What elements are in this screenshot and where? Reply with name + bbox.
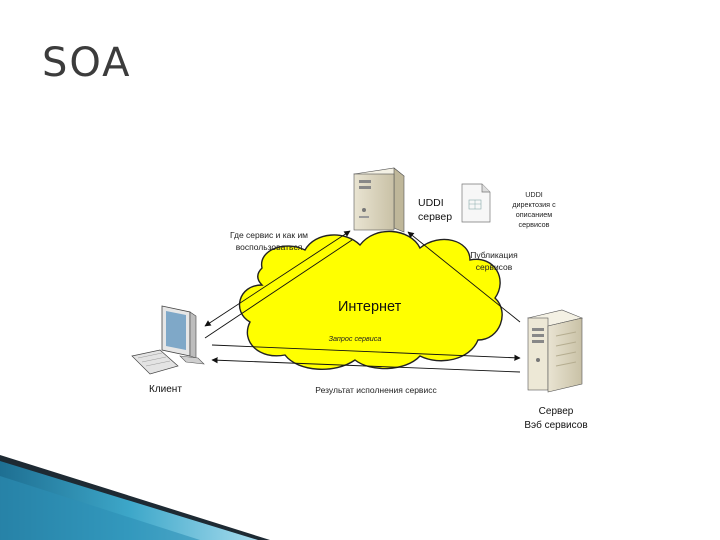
arrow-result <box>211 357 521 373</box>
publication-label-1: Публикация <box>470 250 518 260</box>
where-service-label-1: Где сервис и как им <box>230 230 308 240</box>
arrows <box>204 230 521 373</box>
web-server-label-1: Сервер <box>539 406 574 417</box>
slide-title: SOA <box>42 40 132 86</box>
web-server-label-2: Вэб сервисов <box>524 419 587 431</box>
document-icon <box>461 183 491 223</box>
request-label: Запрос сервиса <box>329 334 382 343</box>
uddi-directory-label-4: сервисов <box>519 220 550 229</box>
uddi-server-label-2: сервер <box>418 211 452 223</box>
arrow-where-service-2 <box>204 239 353 339</box>
arrow-publication <box>407 231 521 323</box>
uddi-server-label-1: UDDI <box>418 197 444 209</box>
uddi-server-icon <box>353 167 405 233</box>
arrow-where-service <box>204 230 351 327</box>
uddi-directory-label-1: UDDI <box>525 190 543 199</box>
cloud-label: Интернет <box>338 299 402 315</box>
client-label: Клиент <box>149 384 182 395</box>
publication-label-2: сервисов <box>476 262 513 272</box>
uddi-directory-label-2: директозия с <box>512 200 556 209</box>
decorative-stripes <box>0 455 270 540</box>
result-label: Результат исполнения сервисс <box>315 385 437 395</box>
where-service-label-2: воспользоваться <box>236 242 303 252</box>
arrow-request <box>211 344 521 361</box>
uddi-directory-label-3: описанием <box>516 210 552 219</box>
client-computer-icon <box>131 305 205 375</box>
web-server-icon <box>527 309 583 393</box>
